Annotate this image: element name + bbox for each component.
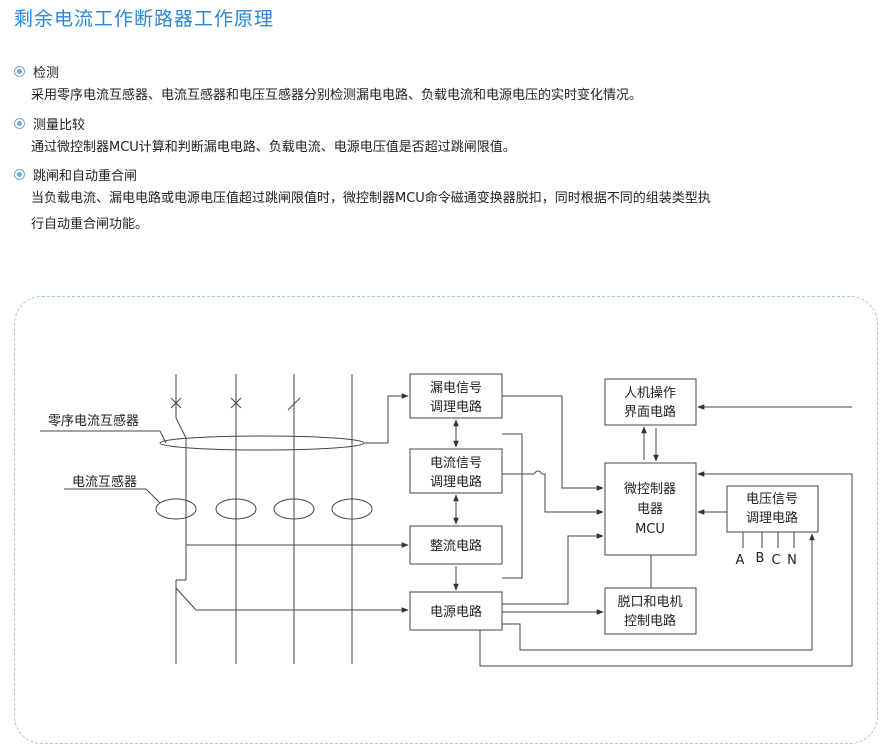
rectifier-box [409,525,503,565]
current-transformer [155,498,197,520]
section-line: 通过微控制器MCU计算和判断漏电电路、负载电流、电源电压值是否超过跳闸限值。 [31,140,516,155]
circle-bullet-icon [14,118,25,129]
section-heading-label: 测量比较 [33,118,86,133]
phase-line [287,374,301,664]
hmi-box [604,378,697,426]
page-title: 剩余电流工作断路器工作原理 [14,8,275,30]
section-body-compare: 通过微控制器MCU计算和判断漏电电路、负载电流、电源电压值是否超过跳闸限值。 [31,135,831,161]
phase-line [230,374,242,664]
current-box-line2: 调理电路 [430,474,482,490]
current-transformer [331,498,373,520]
current-signal-box [409,448,503,494]
current-box-line1: 电流信号 [430,456,482,471]
hmi-box-line1: 人机操作 [624,385,676,401]
leak-box-line1: 漏电信号 [430,380,482,396]
section-body-trip: 当负载电流、漏电电路或电源电压值超过跳闸限值时，微控制器MCU命令磁通变换器脱扣… [31,186,831,238]
power-box [409,591,503,631]
phase-line [170,374,187,664]
voltage-box-line2: 调理电路 [746,510,798,526]
voltage-signal-box [726,485,819,533]
phase-label-c: C [771,553,780,568]
phase-label-a: A [736,553,745,568]
circle-bullet-icon [14,169,25,180]
section-heading-compare: 测量比较 [14,114,85,133]
current-transformer [273,498,315,520]
section-line: 当负载电流、漏电电路或电源电压值超过跳闸限值时，微控制器MCU命令磁通变换器脱扣… [31,191,711,206]
ct-label: 电流互感器 [72,474,137,490]
circle-bullet-icon [14,66,25,77]
section-heading-trip: 跳闸和自动重合闸 [14,165,137,184]
mcu-box-line3: MCU [635,522,665,537]
section-heading-label: 跳闸和自动重合闸 [33,169,138,184]
power-box-label: 电源电路 [430,604,482,620]
mcu-box-line1: 微控制器 [624,482,676,497]
trip-box-line2: 控制电路 [624,613,676,629]
section-body-detect: 采用零序电流互感器、电流互感器和电压互感器分别检测漏电电路、负载电流和电源电压的… [31,83,831,109]
hmi-box-line2: 界面电路 [624,404,676,420]
section-line: 行自动重合闸功能。 [31,217,149,232]
section-heading-detect: 检测 [14,62,59,81]
mcu-box-line2: 电器 [637,502,663,517]
leak-box-line2: 调理电路 [430,399,482,415]
diagram-frame [14,296,878,744]
phase-label-n: N [787,553,797,568]
section-line: 采用零序电流互感器、电流互感器和电压互感器分别检测漏电电路、负载电流和电源电压的… [31,88,643,103]
phase-label-b: B [756,551,765,566]
zero-ct-label: 零序电流互感器 [48,413,139,429]
rectifier-box-label: 整流电路 [430,538,482,554]
voltage-box-line1: 电压信号 [746,492,798,507]
section-heading-label: 检测 [33,66,60,81]
zero-sequence-ct [159,435,365,451]
current-transformer [215,498,257,520]
trip-box-line1: 脱口和电机 [617,595,682,610]
